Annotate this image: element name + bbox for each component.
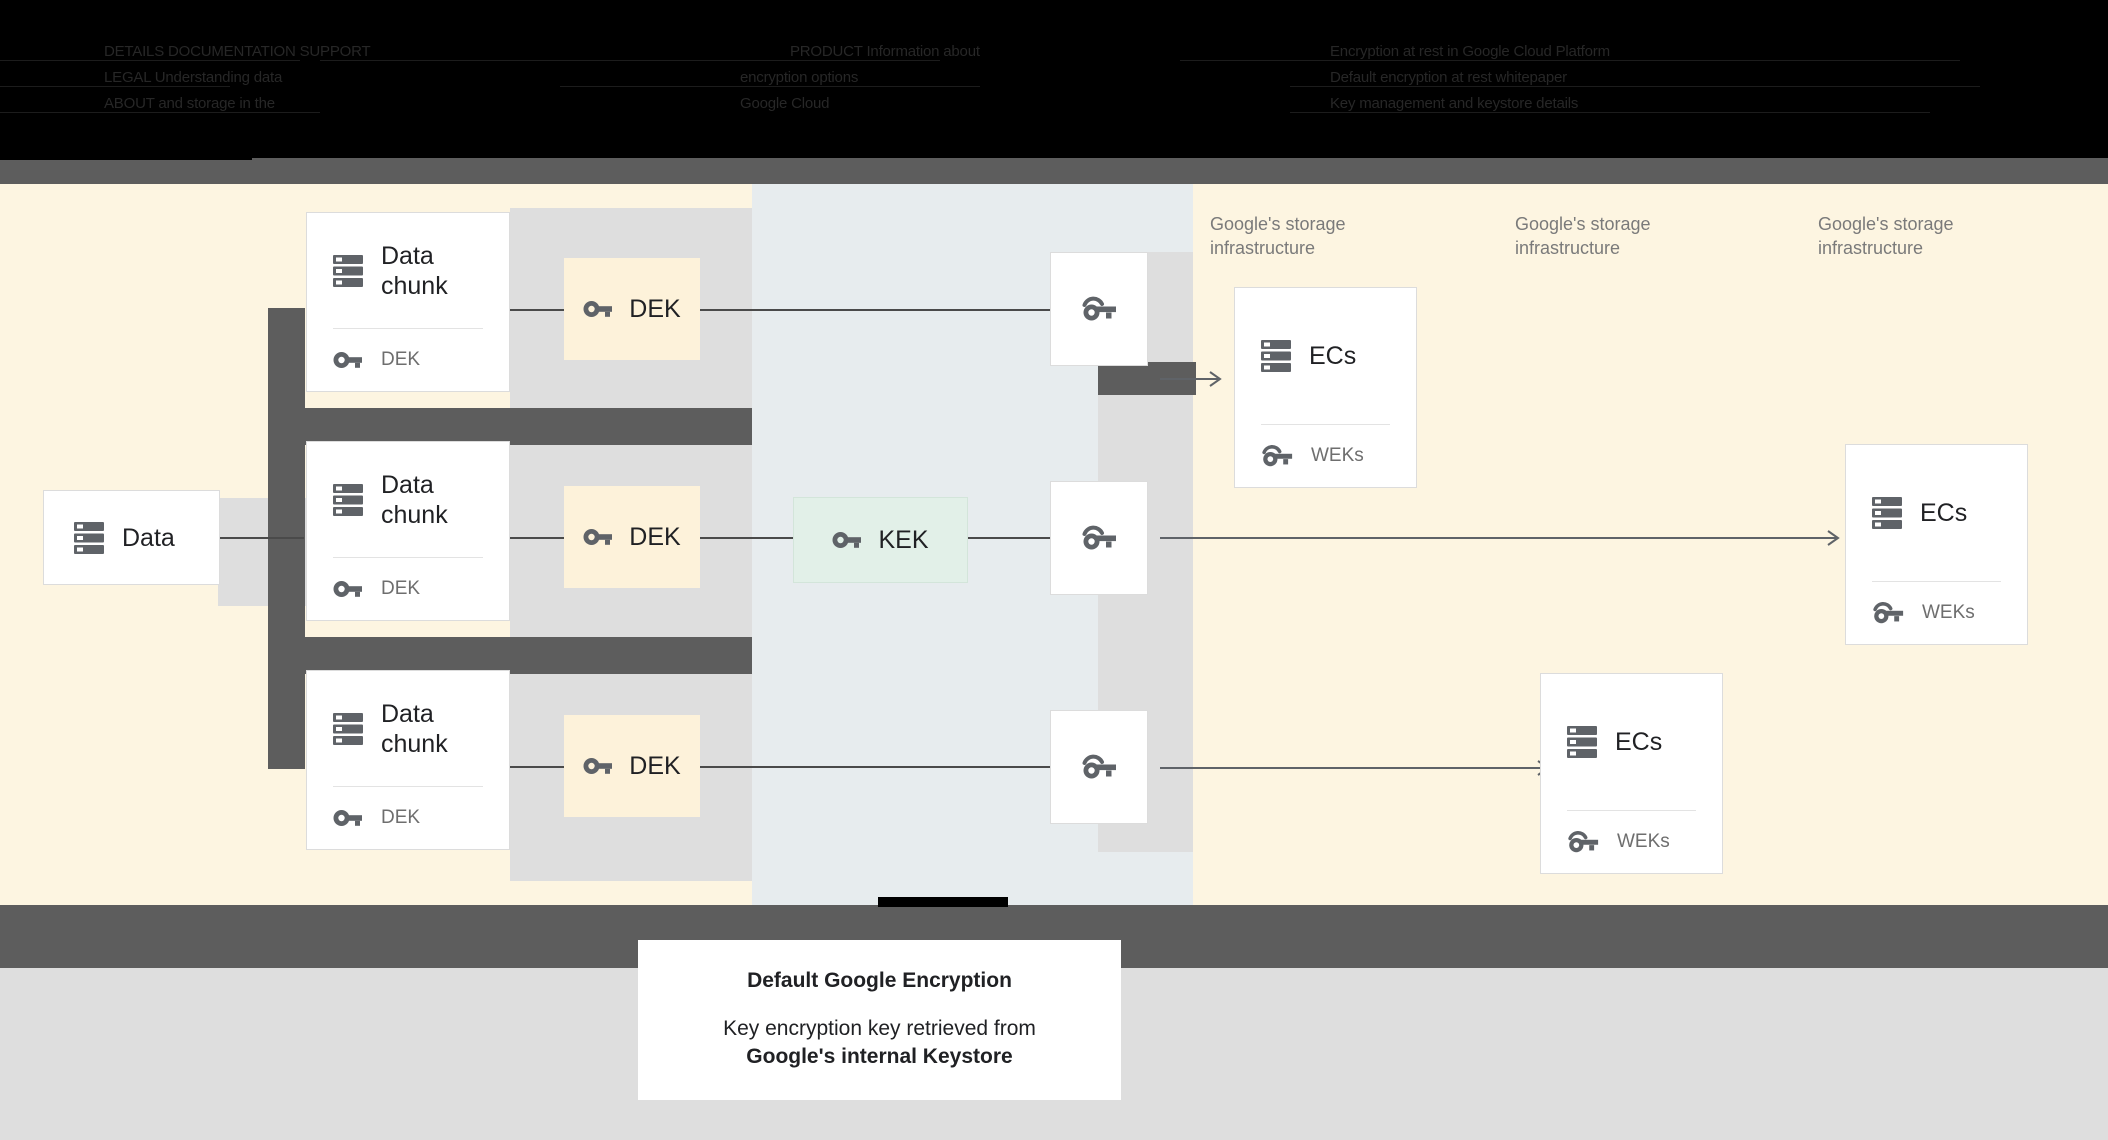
caption-body: Key encryption key retrieved from Google… — [723, 1015, 1036, 1071]
card-divider — [333, 786, 483, 787]
banner-line-2: Encryption at rest in Google Cloud Platf… — [1330, 43, 1610, 60]
card-divider — [333, 328, 483, 329]
server-icon — [74, 521, 104, 555]
storage-label-1: Google's storage infrastructure — [1210, 214, 1346, 258]
card-divider — [1872, 581, 2001, 582]
arrow-wek2-to-ec2 — [1160, 530, 1840, 546]
data-chunk-title: Data chunk — [381, 241, 448, 300]
bottom-bar-notch — [878, 897, 1008, 907]
top-divider-band — [0, 158, 2108, 184]
wrapped-key-icon — [1081, 296, 1117, 322]
dek-box-1[interactable]: DEK — [564, 258, 700, 360]
connector-dek3-to-wek3 — [700, 766, 1050, 768]
connector-dek2-to-wek2 — [700, 537, 810, 539]
key-icon — [333, 350, 363, 370]
kek-box[interactable]: KEK — [793, 497, 968, 583]
ec-card-2[interactable]: ECs WEKs — [1845, 444, 2028, 645]
bracket-arm-middle — [268, 637, 752, 674]
storage-label-2: Google's storage infrastructure — [1515, 214, 1651, 258]
caption-line-2: Google's internal Keystore — [746, 1045, 1013, 1068]
dek-box-2[interactable]: DEK — [564, 486, 700, 588]
ec-card-3[interactable]: ECs WEKs — [1540, 673, 1723, 874]
caption-box: Default Google Encryption Key encryption… — [638, 940, 1121, 1100]
data-chunk-title: Data chunk — [381, 470, 448, 529]
connector-kek-to-wek2 — [968, 537, 1050, 539]
wrapped-key-icon — [1567, 830, 1599, 854]
wrapped-key-icon — [1081, 754, 1117, 780]
key-icon — [333, 808, 363, 828]
arrow-wek1-to-ec1 — [1160, 371, 1222, 387]
banner-line-5: Default encryption at rest whitepaper — [1330, 69, 1567, 86]
wrapped-key-box-3[interactable] — [1050, 710, 1148, 824]
key-icon — [583, 299, 613, 319]
arrow-wek3-to-ec3 — [1160, 760, 1550, 776]
banner-line-6: ABOUT and storage in the — [104, 95, 275, 112]
caption-title: Default Google Encryption — [747, 969, 1012, 992]
connector-data-to-bracket — [218, 537, 304, 539]
card-divider — [1261, 424, 1390, 425]
dek-label: DEK — [629, 522, 681, 551]
caption-line-1: Key encryption key retrieved from — [723, 1017, 1036, 1040]
card-divider — [333, 557, 483, 558]
data-chunk-card-3[interactable]: Data chunk DEK — [306, 670, 510, 850]
banner-line-0: DETAILS DOCUMENTATION SUPPORT — [104, 43, 371, 60]
server-icon — [333, 254, 363, 288]
top-bar-notch — [0, 150, 252, 160]
ec-card-title: ECs — [1920, 499, 1968, 527]
server-icon — [1872, 496, 1902, 530]
obscured-header-banner: DETAILS DOCUMENTATION SUPPORT PRODUCT In… — [0, 0, 2108, 158]
server-icon — [1261, 339, 1291, 373]
data-chunk-title: Data chunk — [381, 699, 448, 758]
ec-card-1[interactable]: ECs WEKs — [1234, 287, 1417, 488]
data-card[interactable]: Data — [43, 490, 220, 585]
ec-card-title: ECs — [1309, 342, 1357, 370]
wrapped-key-box-1[interactable] — [1050, 252, 1148, 366]
ec-card-key-label: WEKs — [1311, 445, 1364, 466]
banner-line-7: Google Cloud — [740, 95, 830, 112]
server-icon — [333, 483, 363, 517]
bracket-arm-top — [268, 408, 752, 445]
data-chunk-key-label: DEK — [381, 807, 421, 828]
data-chunk-card-2[interactable]: Data chunk DEK — [306, 441, 510, 621]
banner-line-8: Key management and keystore details — [1330, 95, 1579, 112]
connector-chunk3-to-dek3 — [510, 766, 564, 768]
card-divider — [1567, 810, 1696, 811]
ec-card-key-label: WEKs — [1922, 602, 1975, 623]
connector-chunk1-to-dek1 — [510, 309, 564, 311]
data-chunk-key-label: DEK — [381, 578, 421, 599]
wrapped-key-icon — [1081, 525, 1117, 551]
banner-line-1: PRODUCT Information about — [790, 43, 980, 60]
key-icon — [583, 527, 613, 547]
wrapped-key-box-2[interactable] — [1050, 481, 1148, 595]
storage-label-3: Google's storage infrastructure — [1818, 214, 1954, 258]
key-icon — [583, 756, 613, 776]
dek-label: DEK — [629, 294, 681, 323]
data-card-label: Data — [122, 523, 175, 552]
data-chunk-key-label: DEK — [381, 349, 421, 370]
server-icon — [1567, 725, 1597, 759]
banner-line-3: LEGAL Understanding data — [104, 69, 283, 86]
ec-card-title: ECs — [1615, 728, 1663, 756]
dek-label: DEK — [629, 751, 681, 780]
banner-line-4: encryption options — [740, 69, 859, 86]
connector-chunk2-to-dek2 — [510, 537, 564, 539]
wrapped-key-icon — [1261, 444, 1293, 468]
key-icon — [333, 579, 363, 599]
connector-dek1-to-wek1 — [700, 309, 1050, 311]
wrapped-key-icon — [1872, 601, 1904, 625]
key-icon — [832, 530, 862, 550]
server-icon — [333, 712, 363, 746]
kek-label: KEK — [878, 525, 929, 554]
data-chunk-card-1[interactable]: Data chunk DEK — [306, 212, 510, 392]
ec-card-key-label: WEKs — [1617, 831, 1670, 852]
dek-box-3[interactable]: DEK — [564, 715, 700, 817]
